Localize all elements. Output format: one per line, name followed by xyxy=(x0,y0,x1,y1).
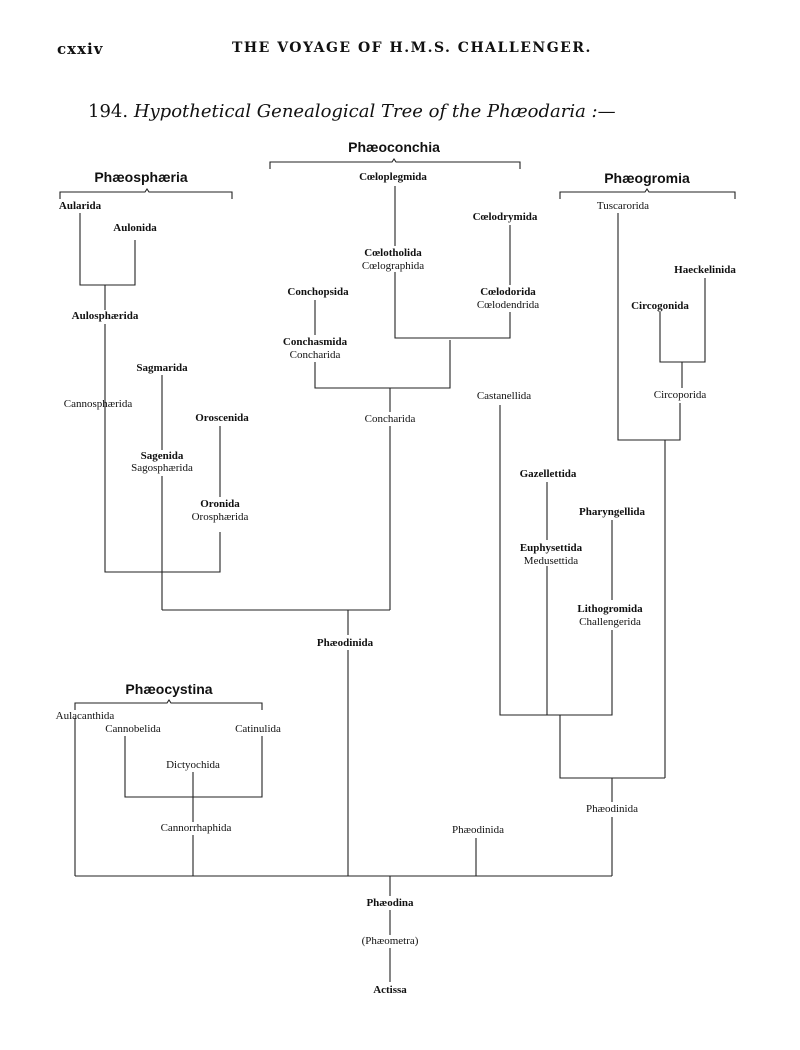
figure-number: 194. xyxy=(88,101,129,122)
link-medusett-down xyxy=(559,715,665,779)
link-aularida xyxy=(79,213,136,286)
taxon-circogonida: Circogonida xyxy=(631,300,689,312)
taxon-gazellettida: Gazellettida xyxy=(519,468,577,480)
group-phaeogromia: Phæogromia xyxy=(604,170,690,186)
taxon-phaeodina: Phæodina xyxy=(366,897,414,909)
taxon-cannobelida: Cannobelida xyxy=(105,723,161,735)
group-phaeosphaeria: Phæosphæria xyxy=(94,169,188,185)
brace-phaeocystina xyxy=(74,699,263,710)
taxon-aulosphaerida: Aulosphærida xyxy=(71,310,139,322)
taxon-concharida-2: Concharida xyxy=(364,413,416,425)
taxon-challengerida: Challengerida xyxy=(579,616,641,628)
taxon-conchasmida: Conchasmida xyxy=(282,336,348,348)
taxon-oroscenida: Oroscenida xyxy=(195,412,249,424)
taxon-orosphaerida: Orosphærida xyxy=(191,511,249,523)
taxon-sagmarida: Sagmarida xyxy=(136,362,188,374)
taxon-concharida-1: Concharida xyxy=(289,349,341,361)
taxon-tuscarorida: Tuscarorida xyxy=(596,200,650,212)
taxon-dictyochida: Dictyochida xyxy=(166,759,220,771)
taxon-phaeodinida-2: Phæodinida xyxy=(452,824,504,836)
taxon-lithogromida: Lithogromida xyxy=(577,603,643,615)
figure-title: Hypothetical Genealogical Tree of the Ph… xyxy=(133,101,616,122)
page-number: cxxiv xyxy=(57,40,104,58)
running-title: THE VOYAGE OF H.M.S. CHALLENGER. xyxy=(232,40,592,56)
taxon-circoporida: Circoporida xyxy=(653,389,707,401)
taxon-sagosphaerida: Sagosphærida xyxy=(131,462,193,474)
taxon-aulonida: Aulonida xyxy=(113,222,157,234)
taxon-euphysettida: Euphysettida xyxy=(519,542,583,554)
taxon-sagenida: Sagenida xyxy=(140,450,184,462)
taxon-medusettida: Medusettida xyxy=(523,555,579,567)
taxon-coelodorida: Cœlodorida xyxy=(480,286,536,298)
group-phaeoconchia: Phæoconchia xyxy=(348,139,440,155)
link-haeckelinida xyxy=(659,278,706,363)
taxon-aulacanthida: Aulacanthida xyxy=(55,710,115,722)
taxon-coelotholida: Cœlotholida xyxy=(364,247,422,259)
taxon-catinulida: Catinulida xyxy=(235,723,281,735)
taxon-phaeodinida-1: Phæodinida xyxy=(316,637,374,649)
link-tuscarorida xyxy=(617,213,681,441)
figure-caption: 194. Hypothetical Genealogical Tree of t… xyxy=(88,101,616,122)
link-castanellida xyxy=(499,405,613,716)
brace-phaeosphaeria xyxy=(59,188,233,199)
taxon-castanellida: Castanellida xyxy=(476,390,532,402)
taxon-oronida: Oronida xyxy=(200,498,240,510)
taxon-actissa: Actissa xyxy=(373,984,407,996)
taxon-coelodrymida: Cœlodrymida xyxy=(472,211,538,223)
link-conchasmida xyxy=(314,340,451,389)
taxon-coelodendrida: Cœlodendrida xyxy=(476,299,540,311)
taxon-phaeometra: (Phæometra) xyxy=(361,935,419,947)
link-coelotholida xyxy=(394,272,511,339)
taxon-conchopsida: Conchopsida xyxy=(287,286,349,298)
brace-phaeogromia xyxy=(559,188,736,199)
taxon-haeckelinida: Haeckelinida xyxy=(674,264,736,276)
group-phaeocystina: Phæocystina xyxy=(125,681,213,697)
taxon-coeloplegmida: Cœloplegmida xyxy=(359,171,427,183)
brace-phaeoconchia xyxy=(269,158,521,169)
taxon-aularida: Aularida xyxy=(58,200,102,212)
taxon-cannorrhaphida: Cannorrhaphida xyxy=(160,822,232,834)
taxon-cannosphaerida: Cannosphærida xyxy=(63,398,133,410)
taxon-coelographida: Cœlographida xyxy=(361,260,425,272)
taxon-phaeodinida-3: Phæodinida xyxy=(586,803,638,815)
taxon-pharyngellida: Pharyngellida xyxy=(578,506,646,518)
